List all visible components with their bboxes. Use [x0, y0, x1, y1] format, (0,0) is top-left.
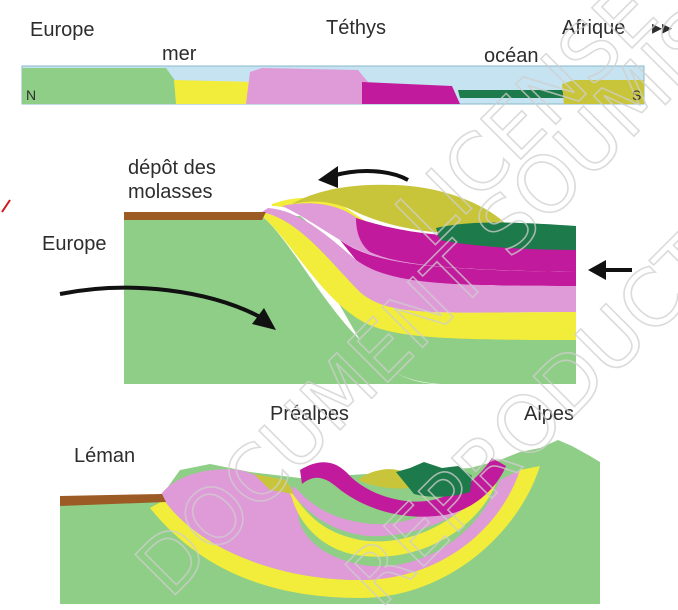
label-europe-top: Europe: [30, 19, 95, 41]
label-depot-line1: dépôt des: [128, 157, 216, 179]
label-tethys: Téthys: [326, 17, 386, 39]
push-arrow-right-head-icon: [588, 260, 606, 280]
curved-arrow-top-head-icon: [318, 166, 338, 188]
mer-sediment-yellow: [174, 80, 256, 104]
europe-crust-block: [22, 68, 176, 104]
tethys-pink-block: [246, 68, 368, 104]
red-edge-mark: [2, 200, 10, 212]
label-leman: Léman: [74, 445, 135, 467]
label-europe-middle: Europe: [42, 233, 107, 255]
mid-molasse-deposit: [124, 212, 266, 220]
label-mer: mer: [162, 43, 197, 65]
label-north: N: [26, 87, 36, 103]
curved-arrow-top-icon: [332, 171, 408, 180]
label-depot-line2: molasses: [128, 181, 212, 203]
